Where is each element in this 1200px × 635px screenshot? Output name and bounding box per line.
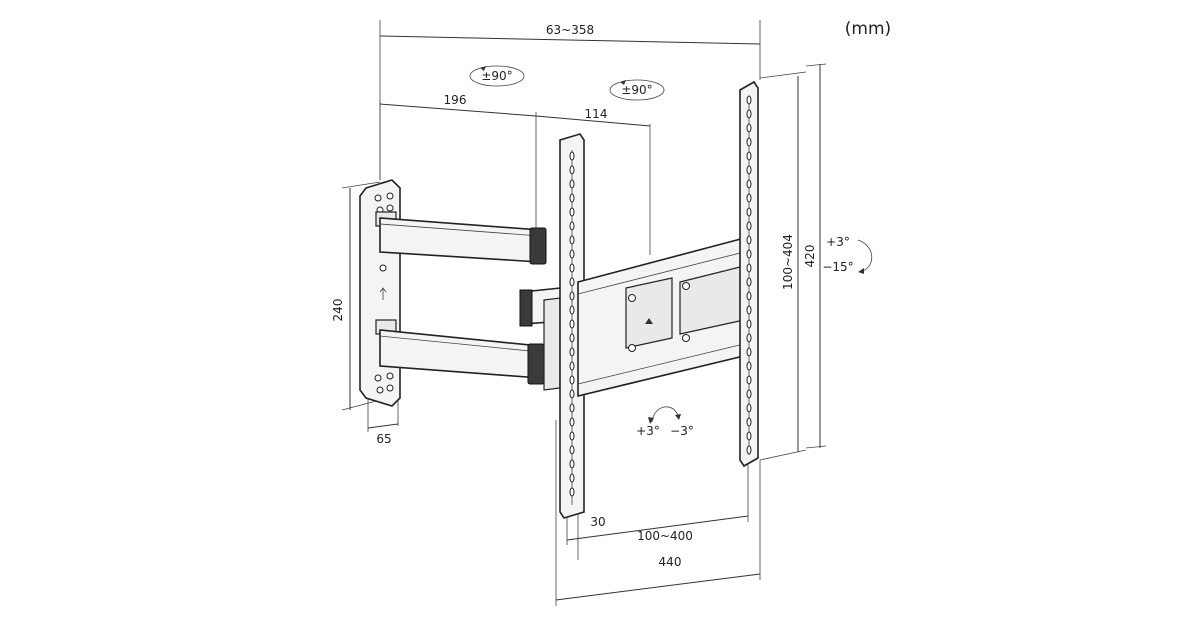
dimension-wall-plate-height: 240 [331, 181, 381, 411]
right-vertical-rail [739, 80, 759, 468]
wall-plate [359, 179, 401, 407]
rail-slot-hole [746, 389, 752, 399]
rail-slot-hole [569, 375, 575, 385]
rail-slot-hole [569, 333, 575, 343]
rail-slot-hole [569, 151, 575, 161]
rail-slot-hole [569, 193, 575, 203]
rail-slot-hole [746, 235, 752, 245]
rail-slot-hole [746, 361, 752, 371]
lower-arm [379, 329, 545, 385]
rail-slot-hole [569, 445, 575, 455]
label-rotate-left: +3° [636, 424, 660, 438]
rail-slot-hole [569, 347, 575, 357]
left-rail-slots [569, 151, 575, 497]
rail-slot-hole [746, 431, 752, 441]
rail-slot-hole [746, 109, 752, 119]
rail-slot-hole [569, 459, 575, 469]
rail-slot-hole [746, 375, 752, 385]
rail-slot-hole [746, 445, 752, 455]
rail-slot-hole [746, 123, 752, 133]
dimension-bracket-height: 420 [803, 63, 827, 449]
dimension-arm-length: 196 [379, 93, 537, 230]
label-bracket-height: 420 [803, 245, 817, 268]
horizontal-bracket [577, 234, 753, 398]
label-overall-depth: 63~358 [546, 23, 594, 37]
label-tilt-up: +3° [826, 235, 850, 249]
label-vesa-horizontal: 100~400 [637, 529, 693, 543]
rail-slot-hole [746, 263, 752, 273]
rail-slot-hole [569, 417, 575, 427]
swivel-symbol-right: ±90° [609, 79, 665, 101]
label-rotate-right: −3° [670, 424, 694, 438]
right-rail-slots [746, 95, 752, 455]
label-bracket-width: 440 [659, 555, 682, 569]
rail-slot-hole [746, 319, 752, 329]
rail-slot-hole [746, 333, 752, 343]
rail-slot-hole [569, 249, 575, 259]
rail-slot-hole [569, 361, 575, 371]
rail-slot-hole [569, 165, 575, 175]
rail-slot-hole [746, 277, 752, 287]
dimension-vesa-vertical: 100~404 [759, 71, 807, 461]
label-wall-plate-width: 65 [376, 432, 391, 446]
rail-slot-hole [746, 305, 752, 315]
rail-slot-hole [569, 487, 575, 497]
dimension-arm-offset: 114 [535, 107, 651, 255]
rail-slot-hole [746, 403, 752, 413]
label-swivel-right: ±90° [621, 83, 652, 97]
label-wall-plate-height: 240 [331, 299, 345, 322]
rail-slot-hole [746, 417, 752, 427]
rail-slot-hole [746, 179, 752, 189]
label-arm-offset: 114 [585, 107, 608, 121]
rail-slot-hole [746, 249, 752, 259]
rail-slot-hole [746, 291, 752, 301]
rotation-symbol: +3° −3° [636, 406, 694, 438]
swivel-symbol-left: ±90° [469, 65, 525, 87]
rail-slot-hole [746, 137, 752, 147]
rail-slot-hole [569, 263, 575, 273]
label-rail-offset: 30 [590, 515, 605, 529]
rail-slot-hole [746, 193, 752, 203]
label-arm-length: 196 [444, 93, 467, 107]
rail-slot-hole [569, 403, 575, 413]
rail-slot-hole [569, 179, 575, 189]
upper-arm [379, 217, 547, 265]
rail-slot-hole [569, 389, 575, 399]
rail-slot-hole [569, 473, 575, 483]
rail-slot-hole [569, 221, 575, 231]
rail-slot-hole [746, 221, 752, 231]
rail-slot-hole [569, 207, 575, 217]
rail-slot-hole [746, 165, 752, 175]
rail-slot-hole [746, 347, 752, 357]
rail-slot-hole [569, 277, 575, 287]
rail-slot-hole [746, 95, 752, 105]
label-swivel-left: ±90° [481, 69, 512, 83]
tilt-symbol: +3° −15° [822, 235, 873, 274]
label-tilt-down: −15° [822, 260, 853, 274]
rail-slot-hole [746, 207, 752, 217]
rail-slot-hole [569, 291, 575, 301]
label-vesa-vertical: 100~404 [781, 234, 795, 290]
rail-slot-hole [569, 235, 575, 245]
rail-slot-hole [746, 151, 752, 161]
units-label: (mm) [845, 19, 891, 39]
dimension-vesa-horizontal: 100~400 [566, 455, 749, 543]
dimension-bracket-width: 440 [555, 420, 761, 606]
rail-slot-hole [569, 305, 575, 315]
rail-slot-hole [569, 319, 575, 329]
rail-slot-hole [569, 431, 575, 441]
